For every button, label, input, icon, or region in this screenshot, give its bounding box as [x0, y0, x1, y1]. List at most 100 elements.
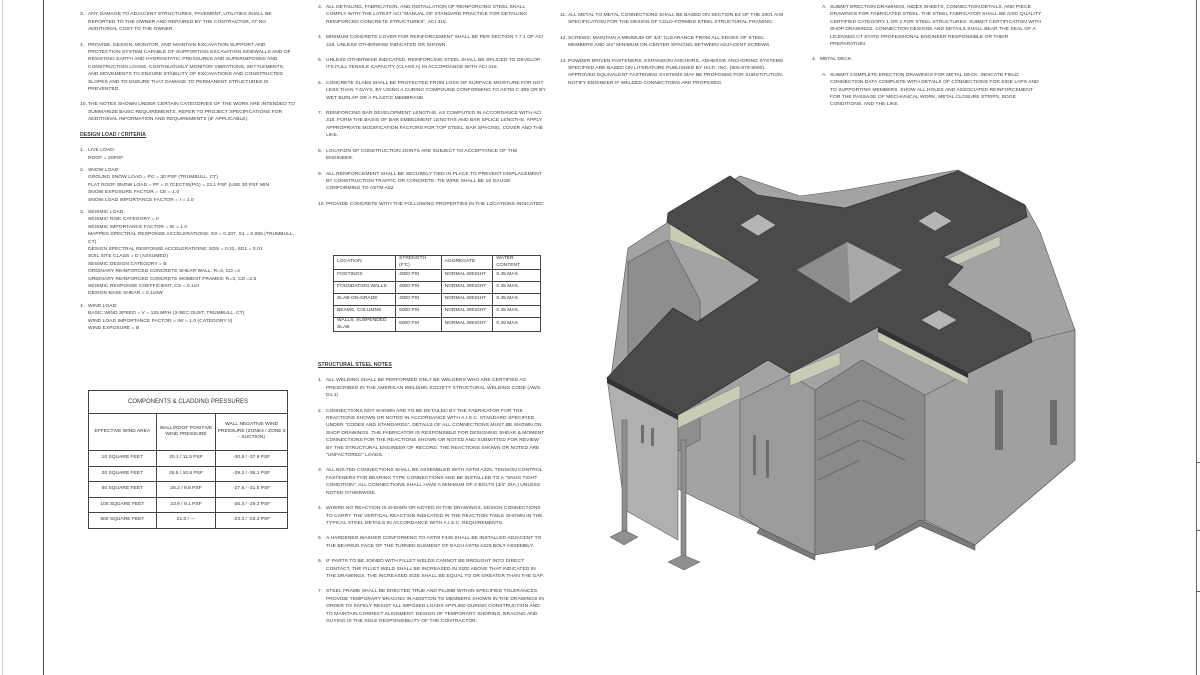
- table-cell: 0.45 MAX.: [492, 305, 541, 318]
- note-number: 12.: [560, 35, 567, 41]
- table-cell: -23.3 / -23.3 PSF: [215, 512, 288, 529]
- connection-notes-column: 11.ALL METAL TO METAL CONNECTIONS SHALL …: [560, 12, 786, 95]
- load-line: WIND LOAD:: [88, 303, 118, 309]
- title-block-border: [1196, 0, 1197, 675]
- note-text: WHERE NO REACTION IS SHOWN OR NOTED IN T…: [326, 506, 543, 526]
- load-line: LIVE LOAD:: [88, 148, 116, 154]
- base-plinth: [756, 527, 816, 561]
- steel-notes-list: 1.ALL WELDING SHALL BE PERFORMED ONLY BE…: [318, 377, 546, 625]
- load-line: SEISMIC LOAD:: [88, 209, 125, 215]
- note-text: ALL BOLTED CONNECTIONS SHALL BE ASSEMBLE…: [326, 468, 543, 496]
- central-courtyard-opening: [797, 242, 902, 303]
- note-item: 13.POWDER DRIVEN FASTENERS, EXPANSION AN…: [560, 58, 786, 88]
- load-line: SEISMIC DESIGN CATEGORY = B: [88, 261, 167, 267]
- note-text: METAL DECK:: [820, 57, 853, 63]
- note-number: 6.: [318, 80, 323, 86]
- note-text: CONCRETE SLABS SHALL BE PROTECTED FROM L…: [326, 80, 546, 101]
- note-item: 6.IF PARTS TO BE JOINED WITH FILLET WELD…: [318, 558, 546, 580]
- note-item: 4. METAL DECK:: [812, 56, 1044, 63]
- note-number: 10.: [80, 102, 87, 108]
- note-item: 11.ALL METAL TO METAL CONNECTIONS SHALL …: [560, 12, 786, 27]
- note-item: A. SUBMIT COMPLETE ERECTION DRAWINGS FOR…: [822, 72, 1044, 109]
- load-line: SNOW LOAD:: [88, 167, 120, 173]
- note-item: 4.MINIMUM CONCRETE COVER FOR REINFORCEME…: [318, 34, 546, 49]
- note-number: 4.: [80, 42, 85, 48]
- table-cell: NORMAL WEIGHT: [440, 317, 494, 332]
- column-header: WALL/ROOF POSITIVE WIND PRESSURE: [155, 413, 217, 451]
- note-item: 3.ALL BOLTED CONNECTIONS SHALL BE ASSEMB…: [318, 467, 546, 497]
- load-number: 2.: [80, 167, 85, 173]
- note-item: 2.CONNECTIONS NOT SHOWN ARE TO BE DETAIL…: [318, 408, 546, 460]
- load-line: ORDINARY REINFORCED CONCRETE SHEAR WALL:…: [88, 269, 240, 275]
- load-line: ORDINARY REINFORCED CONCRETE MOMENT FRAM…: [88, 276, 257, 282]
- note-text: ALL METAL TO METAL CONNECTIONS SHALL BE …: [568, 13, 784, 26]
- note-text: THE ARCHITECT FOR CLARIFICATION PRIOR TO…: [88, 0, 280, 2]
- sheet-edge: [2, 0, 3, 675]
- note-item: 8.LOCATION OF CONSTRUCTION JOINTS ARE SU…: [318, 148, 546, 163]
- roof-skylights: [739, 210, 958, 331]
- connection-notes-list: 11.ALL METAL TO METAL CONNECTIONS SHALL …: [560, 12, 786, 87]
- note-item: 4.WHERE NO REACTION IS SHOWN OR NOTED IN…: [318, 505, 546, 527]
- note-text: POWDER DRIVEN FASTENERS, EXPANSION ANCHO…: [568, 58, 784, 86]
- note-text: ALL DETAILING, FABRICATION, AND INSTALLA…: [326, 5, 528, 25]
- note-text: SUBMIT ERECTION DRAWINGS, INDEX SHEETS, …: [830, 5, 1042, 48]
- load-line: FLAT ROOF SNOW LOAD = Pf = 0.7CeCtIs(Pg)…: [88, 182, 271, 188]
- load-line: GROUND SNOW LOAD = Pg = 30 PSF (TRUMBULL…: [88, 175, 218, 181]
- note-number: 5.: [318, 536, 323, 542]
- concrete-properties-table: LOCATION STRENGTH (F'c) AGGREGATE WATER …: [332, 255, 541, 332]
- load-line: SEISMIC RISK CATEGORY = II: [88, 217, 159, 223]
- load-item: 3.SEISMIC LOAD:SEISMIC RISK CATEGORY = I…: [80, 209, 295, 298]
- load-line: BASIC WIND SPEED = V = 125 MPH (3-SEC GU…: [88, 311, 245, 317]
- note-number: 5.: [318, 58, 323, 64]
- note-text: ALL WELDING SHALL BE PERFORMED ONLY BE W…: [326, 378, 541, 399]
- note-text: ALL REINFORCEMENT SHALL BE SECURELY TIED…: [326, 171, 542, 192]
- note-number: 3.: [80, 12, 85, 18]
- concrete-notes-list: 3.ALL DETAILING, FABRICATION, AND INSTAL…: [318, 4, 546, 208]
- note-number: 3.: [318, 5, 323, 10]
- load-line: SOIL SITE CLASS = D (ASSUMED): [88, 254, 168, 260]
- table-cell: WALLS, SUSPENDED SLAB: [332, 317, 397, 332]
- table-cell: 5000 PSI: [395, 317, 442, 332]
- note-number: 4.: [812, 57, 817, 63]
- load-number: 4.: [80, 303, 85, 309]
- note-item: 3.ALL DETAILING, FABRICATION, AND INSTAL…: [318, 4, 546, 26]
- note-text: THE NOTES SHOWN UNDER CERTAIN CATEGORIES…: [88, 102, 295, 123]
- note-item: 1.ALL WELDING SHALL BE PERFORMED ONLY BE…: [318, 377, 546, 399]
- window-slots: [641, 390, 1057, 478]
- note-text: PROVIDE CONCRETE WITH THE FOLLOWING PROP…: [326, 201, 545, 207]
- note-number: 10.: [318, 201, 325, 207]
- note-text: STEEL FRAME SHALL BE ERECTED TRUE AND PL…: [326, 589, 544, 624]
- components-cladding-table: COMPONENTS & CLADDING PRESSURES EFFECTIV…: [88, 390, 288, 529]
- note-number: A.: [822, 72, 827, 78]
- note-text: SCREWS: MAINTAIN A MINIMUM OF 3/4" CLEAR…: [568, 35, 771, 49]
- design-load-heading: DESIGN LOAD / CRITERIA: [80, 131, 146, 138]
- note-item: 5.UNLESS OTHERWISE INDICATED, REINFORCIN…: [318, 57, 546, 72]
- note-item: 3.ANY DAMAGE TO ADJACENT STRUCTURES, PAV…: [80, 11, 295, 33]
- note-number: 1.: [318, 378, 323, 384]
- sheet-border-left: [43, 0, 44, 675]
- steel-notes-column: STRUCTURAL STEEL NOTES 1.ALL WELDING SHA…: [318, 362, 546, 633]
- note-number: 7.: [318, 111, 323, 117]
- note-text: SUBMIT COMPLETE ERECTION DRAWINGS FOR ME…: [830, 72, 1039, 108]
- note-number: 7.: [318, 589, 323, 595]
- front-center-block: [814, 359, 926, 556]
- load-line: MAPPED SPECTRAL RESPONSE ACCELERATIONS: …: [88, 232, 295, 245]
- note-number: 9.: [318, 171, 323, 177]
- note-item: 10.PROVIDE CONCRETE WITH THE FOLLOWING P…: [318, 201, 546, 208]
- roof-edge: [607, 378, 678, 420]
- load-line: SEISMIC IMPORTANCE FACTOR = Ie = 1.0: [88, 224, 188, 230]
- note-text: CONNECTIONS NOT SHOWN ARE TO BE DETAILED…: [326, 408, 545, 459]
- note-number: A.: [822, 5, 827, 10]
- load-item: 4.WIND LOAD: BASIC WIND SPEED = V = 125 M…: [80, 303, 295, 333]
- note-text: A HARDENED WASHER CONFORMING TO ASTM F43…: [326, 536, 542, 549]
- note-text: ANY DAMAGE TO ADJACENT STRUCTURES, PAVEM…: [88, 12, 272, 33]
- note-number: 11.: [560, 13, 567, 18]
- horizontal-reveals: [817, 399, 906, 481]
- note-number: 13.: [560, 58, 567, 64]
- note-item: 9.ALL REINFORCEMENT SHALL BE SECURELY TI…: [318, 171, 546, 193]
- note-number: 4.: [318, 35, 323, 41]
